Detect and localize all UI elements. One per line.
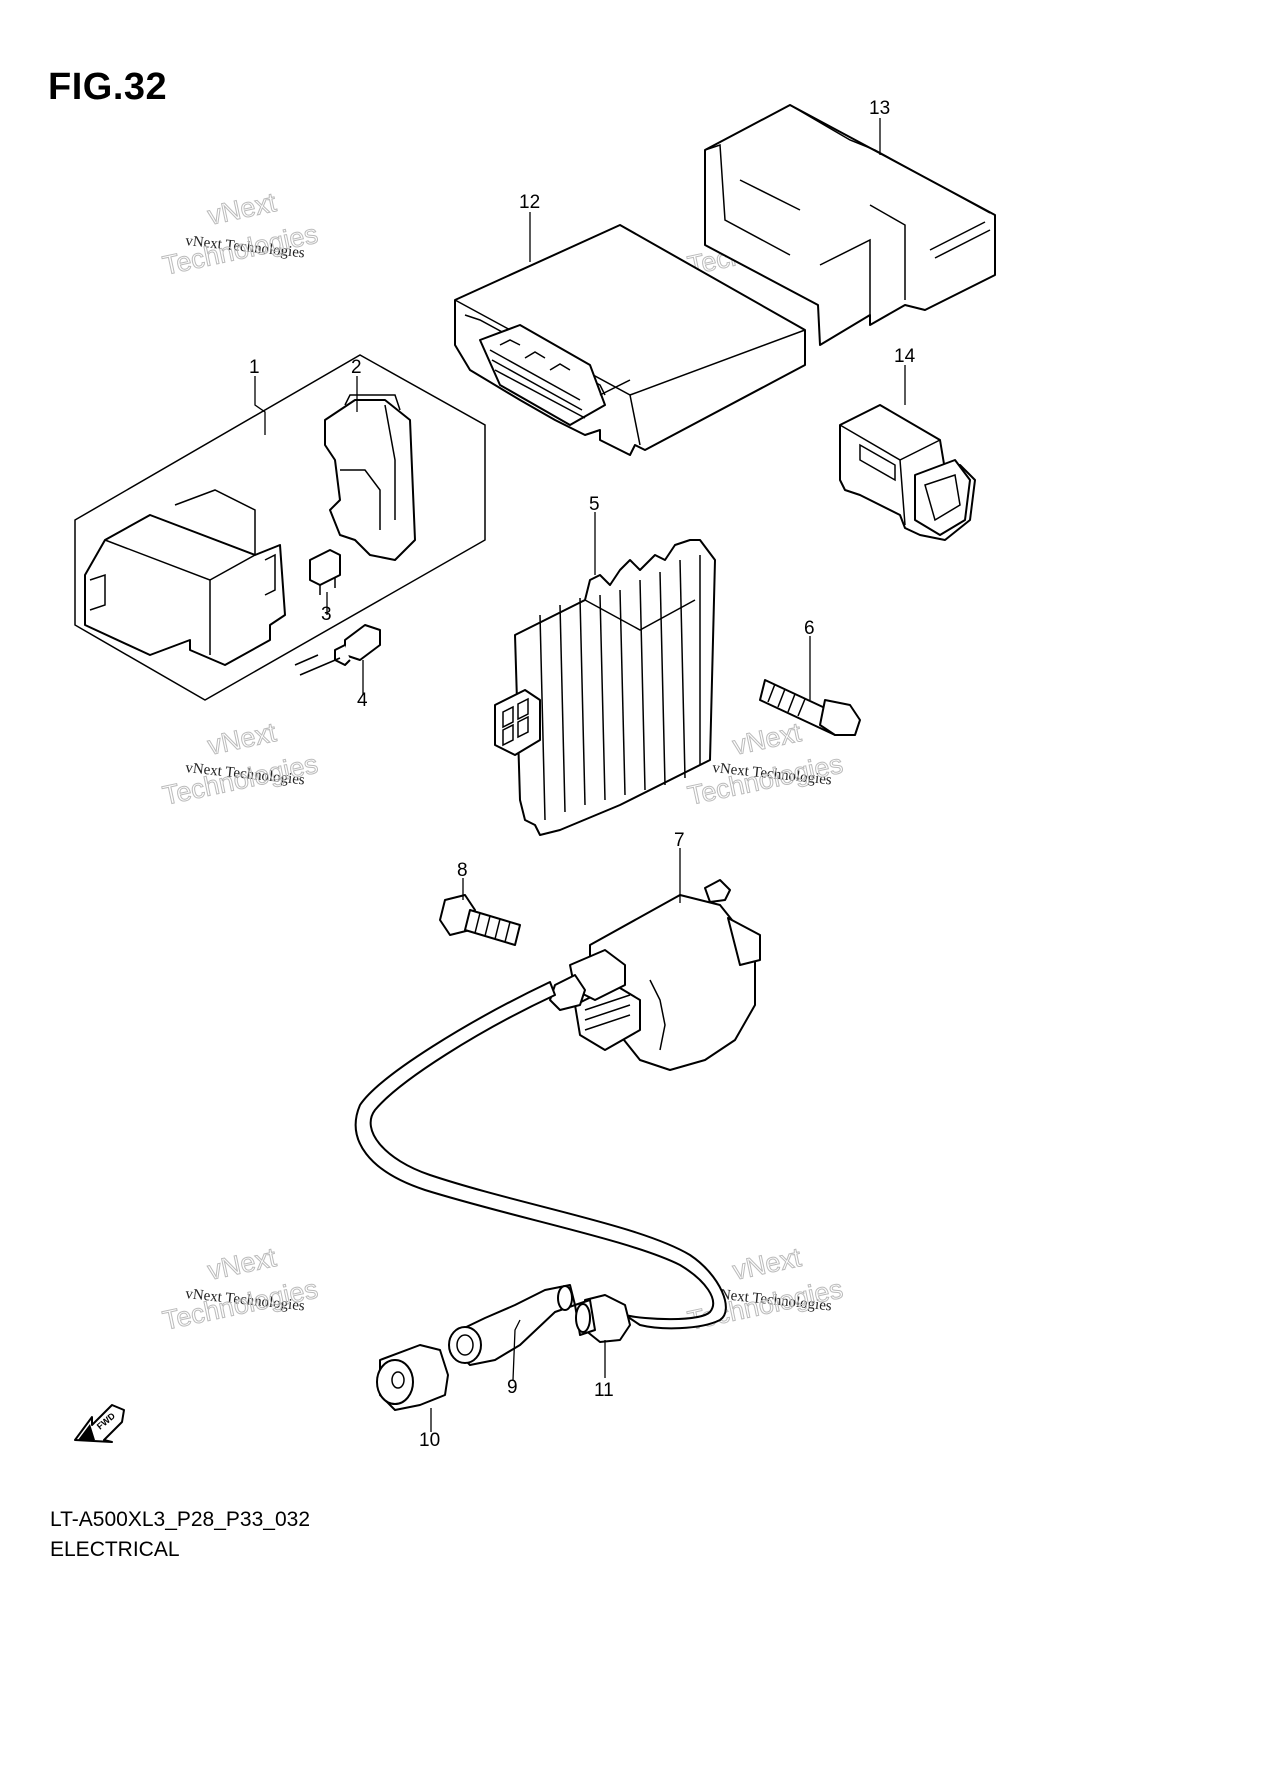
watermark-top-left: vNext vNext Technologies Technologies [160,187,321,282]
svg-text:vNext: vNext [205,717,279,761]
part-13-ecm-cover [704,104,996,346]
callout-7: 7 [674,830,685,851]
callout-11: 11 [594,1380,614,1401]
svg-text:vNext: vNext [205,1242,279,1286]
callout-labels: 1 2 3 4 5 6 7 8 9 10 11 12 13 14 [249,98,916,1451]
callout-14: 14 [894,346,916,367]
svg-text:Technologies: Technologies [160,749,320,811]
svg-text:vNext: vNext [730,1242,804,1286]
part-5-regulator [494,539,716,836]
part-1-starter-relay [74,354,486,701]
part-9-plug-boot [448,1284,576,1366]
part-2-relay-cover [324,394,416,561]
part-4-bolt [294,624,381,676]
model-code: LT-A500XL3_P28_P33_032 [50,1508,310,1531]
part-8-bolt [439,894,521,946]
section-title: ELECTRICAL [50,1538,180,1561]
leader-lines [254,118,906,1432]
watermark-bottom-left: vNext vNext Technologies Technologies [160,1242,321,1337]
callout-4: 4 [357,690,368,711]
figure-title: FIG.32 [48,66,168,108]
callout-5: 5 [589,494,600,515]
callout-1: 1 [249,357,260,378]
svg-text:vNext: vNext [730,717,804,761]
part-7-ignition-coil [549,879,761,1071]
part-3-fuse [309,549,341,595]
callout-13: 13 [869,98,890,119]
callout-3: 3 [321,604,332,625]
part-12-ecm [454,224,806,456]
svg-text:Technologies: Technologies [160,219,320,281]
part-14-relay [839,404,976,541]
part-10-plug-cap [376,1344,449,1411]
fwd-arrow-icon: FWD [74,1404,125,1443]
callout-12: 12 [519,192,540,213]
callout-9: 9 [507,1377,518,1398]
callout-10: 10 [419,1430,440,1451]
part-11-fitting [574,1294,631,1343]
callout-2: 2 [351,357,362,378]
part-6-bolt [759,679,861,736]
svg-text:Technologies: Technologies [160,1274,320,1336]
svg-text:vNext: vNext [205,187,279,231]
callout-6: 6 [804,618,815,639]
watermark-middle-left: vNext vNext Technologies Technologies [160,717,321,812]
callout-8: 8 [457,860,468,881]
